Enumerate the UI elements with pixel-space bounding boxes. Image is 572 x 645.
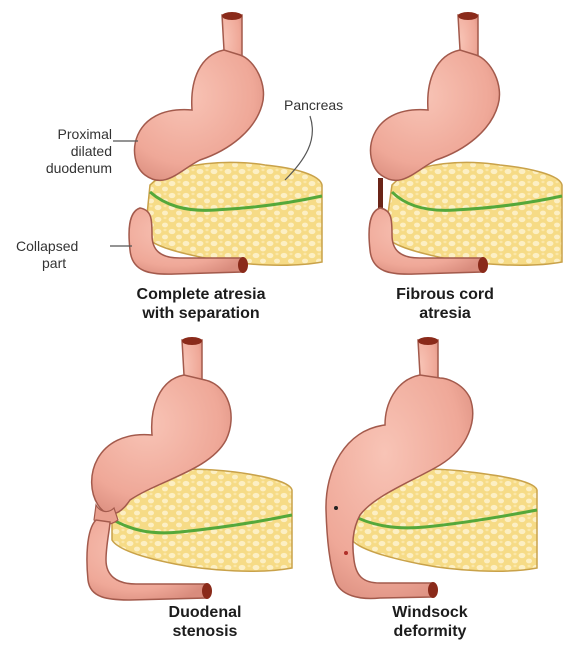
caption-fibrous-cord-atresia: Fibrous cord atresia	[360, 285, 530, 323]
esophagus-lumen	[458, 12, 478, 20]
bowel-lumen	[428, 582, 438, 598]
windsock-membrane-marker	[334, 506, 338, 510]
caption-line-1: Duodenal	[135, 603, 275, 622]
label-line-2: part	[16, 255, 78, 272]
caption-line-2: atresia	[360, 304, 530, 323]
panel-windsock-deformity	[326, 337, 537, 598]
label-line-1: Proximal	[20, 126, 112, 143]
label-line-1: Collapsed	[16, 238, 78, 255]
proximal-dilated-duodenum-label: Proximal dilated duodenum	[20, 126, 112, 177]
windsock-membrane-marker	[344, 551, 348, 555]
esophagus-lumen	[418, 337, 438, 345]
esophagus-lumen	[222, 12, 242, 20]
caption-line-2: stenosis	[135, 622, 275, 641]
esophagus-lumen	[182, 337, 202, 345]
caption-complete-atresia: Complete atresia with separation	[106, 285, 296, 323]
stomach	[135, 50, 264, 180]
bowel-lumen	[478, 257, 488, 273]
collapsed-part-label: Collapsed part	[16, 238, 78, 272]
fibrous-cord	[378, 178, 383, 208]
caption-line-2: deformity	[360, 622, 500, 641]
panel-duodenal-stenosis	[87, 337, 292, 600]
pancreas	[385, 162, 562, 265]
label-line-2: dilated	[20, 143, 112, 160]
caption-line-1: Fibrous cord	[360, 285, 530, 304]
caption-windsock-deformity: Windsock deformity	[360, 603, 500, 641]
pancreas-label-text: Pancreas	[284, 97, 343, 114]
pancreas-label: Pancreas	[284, 97, 343, 114]
stomach	[371, 50, 500, 180]
caption-line-1: Complete atresia	[106, 285, 296, 304]
label-line-3: duodenum	[20, 160, 112, 177]
panel-complete-atresia	[110, 12, 322, 274]
panel-fibrous-cord-atresia	[369, 12, 562, 274]
caption-line-1: Windsock	[360, 603, 500, 622]
bowel-lumen	[238, 257, 248, 273]
caption-line-2: with separation	[106, 304, 296, 323]
bowel-lumen	[202, 583, 212, 599]
caption-duodenal-stenosis: Duodenal stenosis	[135, 603, 275, 641]
